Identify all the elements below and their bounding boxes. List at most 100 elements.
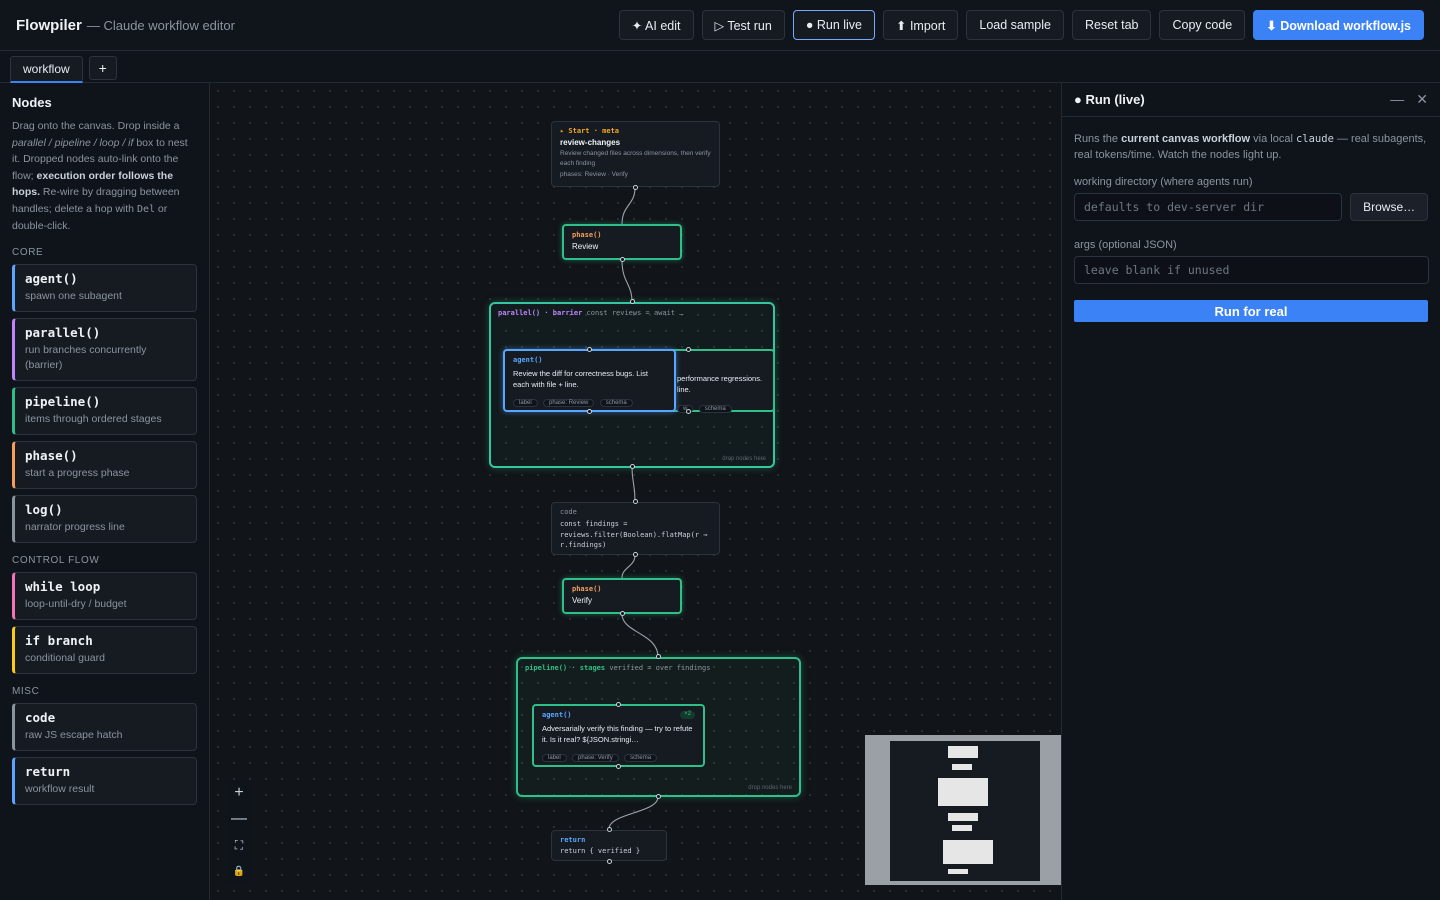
load-sample-button[interactable]: Load sample: [966, 10, 1064, 40]
palette-node-name: code: [25, 709, 56, 725]
phase-title: Review: [572, 242, 599, 251]
pipeline-kind: · stages: [571, 664, 606, 672]
palette-node-name: agent(): [25, 270, 78, 286]
help-containers: parallel / pipeline / loop / if: [12, 136, 134, 149]
desc-text: Runs the: [1074, 133, 1119, 145]
tab-workflow[interactable]: workflow: [10, 56, 83, 83]
node-handle[interactable]: [630, 299, 635, 304]
browse-button[interactable]: Browse…: [1350, 193, 1428, 221]
node-handle[interactable]: [633, 499, 638, 504]
wire[interactable]: [621, 554, 636, 579]
test-run-button[interactable]: ▷ Test run: [701, 10, 785, 40]
help-text: Re-wire by dragging between handles; del…: [12, 186, 180, 215]
agent-node-performance[interactable]: performance regressions. line. w schema: [665, 349, 775, 413]
lock-icon[interactable]: 🔒: [226, 858, 252, 884]
node-handle[interactable]: [656, 654, 661, 659]
args-input[interactable]: leave blank if unused: [1074, 256, 1429, 284]
return-node[interactable]: return return { verified }: [551, 830, 667, 861]
add-tab-button[interactable]: +: [88, 56, 117, 80]
help-key: Del: [136, 203, 155, 215]
agent-count-badge: ×2: [680, 711, 695, 719]
start-keyword: ▸ Start · meta: [560, 127, 620, 135]
start-node[interactable]: ▸ Start · meta review-changes Review cha…: [551, 121, 720, 187]
minimap-node: [938, 778, 988, 806]
palette-node-agent[interactable]: agent() spawn one subagent: [12, 263, 197, 312]
desc-text: — real subagents, real tokens/time. Watc…: [1074, 133, 1427, 161]
palette-node-description: raw JS escape hatch: [25, 728, 123, 741]
nodes-sidebar: Nodes Drag onto the canvas. Drop inside …: [0, 83, 210, 900]
node-handle[interactable]: [607, 859, 612, 864]
wire[interactable]: [621, 259, 633, 303]
desc-bold: current canvas workflow: [1121, 133, 1251, 145]
phase-node-review[interactable]: phase() Review: [562, 224, 682, 260]
node-handle[interactable]: [607, 827, 612, 832]
help-text: Drag onto the canvas. Drop inside a: [12, 120, 180, 132]
start-phases: phases: Review · Verify: [560, 171, 628, 178]
phase-node-verify[interactable]: phase() Verify: [562, 578, 682, 614]
zoom-controls: + — ⛶ 🔒: [226, 780, 252, 884]
sidebar-help: Drag onto the canvas. Drop inside a para…: [12, 118, 197, 235]
minimap[interactable]: [865, 735, 1061, 885]
workdir-label: working directory (where agents run): [1074, 176, 1253, 188]
flow-canvas[interactable]: ▸ Start · meta review-changes Review cha…: [210, 83, 1061, 900]
node-handle[interactable]: [587, 347, 592, 352]
palette-node-description: run branches concurrently (barrier): [25, 343, 147, 371]
start-description: Review changed files across dimensions, …: [560, 150, 711, 167]
node-handle[interactable]: [686, 347, 691, 352]
fit-view-button[interactable]: ⛶: [226, 832, 252, 858]
wire[interactable]: [631, 466, 636, 502]
code-node[interactable]: code const findings = reviews.filter(Boo…: [551, 502, 720, 555]
palette-node-description: items through ordered stages: [25, 412, 162, 425]
section-control-flow: CONTROL FLOW: [12, 554, 100, 566]
node-handle[interactable]: [620, 257, 625, 262]
run-for-real-button[interactable]: Run for real: [1074, 300, 1428, 322]
copy-code-button[interactable]: Copy code: [1159, 10, 1246, 40]
workdir-input[interactable]: defaults to dev-server dir: [1074, 193, 1343, 221]
wire[interactable]: [608, 796, 659, 830]
node-handle[interactable]: [656, 794, 661, 799]
zoom-in-button[interactable]: +: [226, 780, 252, 806]
import-button[interactable]: ⬆ Import: [883, 10, 959, 40]
palette-node-code[interactable]: code raw JS escape hatch: [12, 702, 197, 751]
palette-node-name: log(): [25, 501, 63, 517]
zoom-out-button[interactable]: —: [226, 806, 252, 832]
palette-node-pipeline[interactable]: pipeline()items through ordered stages: [12, 386, 197, 435]
node-handle[interactable]: [616, 764, 621, 769]
agent-node-verify[interactable]: agent() ×2 Adversarially verify this fin…: [532, 704, 705, 767]
pipeline-keyword: pipeline(): [525, 664, 568, 672]
node-handle[interactable]: [630, 464, 635, 469]
reset-tab-button[interactable]: Reset tab: [1071, 10, 1152, 40]
sidebar-title: Nodes: [12, 95, 52, 110]
agent-node-correctness[interactable]: agent() Review the diff for correctness …: [503, 349, 676, 412]
phase-keyword: phase(): [572, 231, 602, 239]
palette-node-name: parallel(): [25, 324, 101, 340]
close-icon[interactable]: ✕: [1416, 91, 1428, 107]
agent-pill: phase: Review: [543, 399, 595, 407]
pipeline-header: pipeline() · stages verified = over find…: [525, 664, 710, 672]
node-handle[interactable]: [587, 409, 592, 414]
palette-node-log[interactable]: log()narrator progress line: [12, 494, 197, 543]
minimize-icon[interactable]: —: [1390, 91, 1405, 107]
node-handle[interactable]: [616, 702, 621, 707]
core-node-list: agent() spawn one subagent parallel() run b…: [12, 263, 197, 543]
palette-node-phase[interactable]: phase()start a progress phase: [12, 440, 197, 489]
app-brand: Flowpiler: [16, 16, 82, 34]
download-button[interactable]: ⬇ Download workflow.js: [1253, 10, 1424, 40]
wire[interactable]: [621, 613, 659, 658]
ai-edit-button[interactable]: ✦ AI edit: [618, 10, 694, 40]
node-handle[interactable]: [686, 409, 691, 414]
minimap-node: [943, 840, 993, 864]
palette-node-description: spawn one subagent: [25, 289, 122, 302]
agent-prompt: performance regressions. line.: [677, 374, 763, 394]
node-handle[interactable]: [633, 552, 638, 557]
desc-text: via local: [1253, 133, 1293, 145]
node-handle[interactable]: [620, 611, 625, 616]
run-live-button[interactable]: ● Run live: [792, 10, 876, 40]
node-handle[interactable]: [633, 185, 638, 190]
palette-node-parallel[interactable]: parallel() run branches concurrently (bar…: [12, 317, 197, 381]
run-panel-title: ● Run (live): [1074, 92, 1145, 107]
wire[interactable]: [621, 187, 636, 225]
